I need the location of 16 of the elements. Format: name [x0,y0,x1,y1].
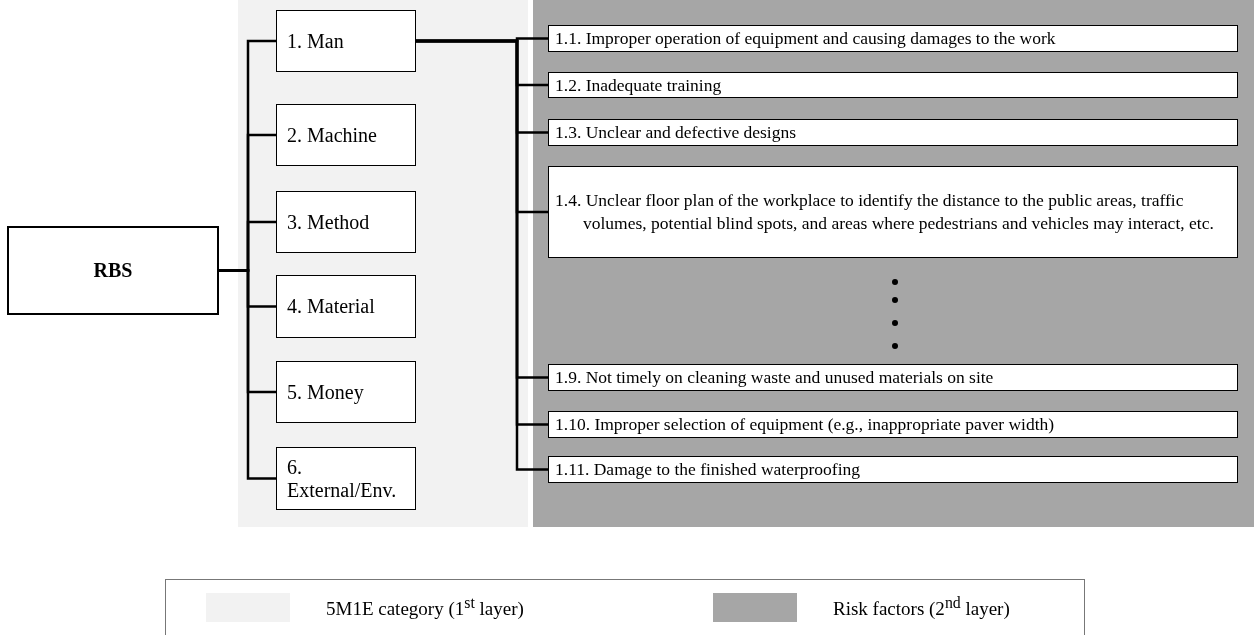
risk-factor-box: 1.1. Improper operation of equipment and causing damages to the work [548,25,1238,52]
category-box: 2. Machine [276,104,416,166]
risk-factor-box: 1.9. Not timely on cleaning waste and unused materials on site [548,364,1238,391]
category-box: 1. Man [276,10,416,72]
risk-factor-box: 1.4. Unclear floor plan of the workplace to identify the distance to the public areas, traffic volumes, potential blind spots, and areas where pedestrians and vehicles may interact, etc. [548,166,1238,258]
risk-factor-box: 1.10. Improper selection of equipment (e.g., inappropriate paver width) [548,411,1238,438]
category-box: 6. External/Env. [276,447,416,510]
category-box: 3. Method [276,191,416,253]
category-box: 4. Material [276,275,416,338]
root-box: RBS [7,226,219,315]
legend-label: 5M1E category (1$^{st}$ layer) [326,594,524,621]
category-box: 5. Money [276,361,416,423]
risk-factor-box: 1.3. Unclear and defective designs [548,119,1238,146]
risk-factor-box: 1.11. Damage to the finished waterproofing [548,456,1238,483]
risk-factor-box: 1.2. Inadequate training [548,72,1238,98]
legend-label: Risk factors (2$^{nd}$ layer) [833,594,1010,621]
